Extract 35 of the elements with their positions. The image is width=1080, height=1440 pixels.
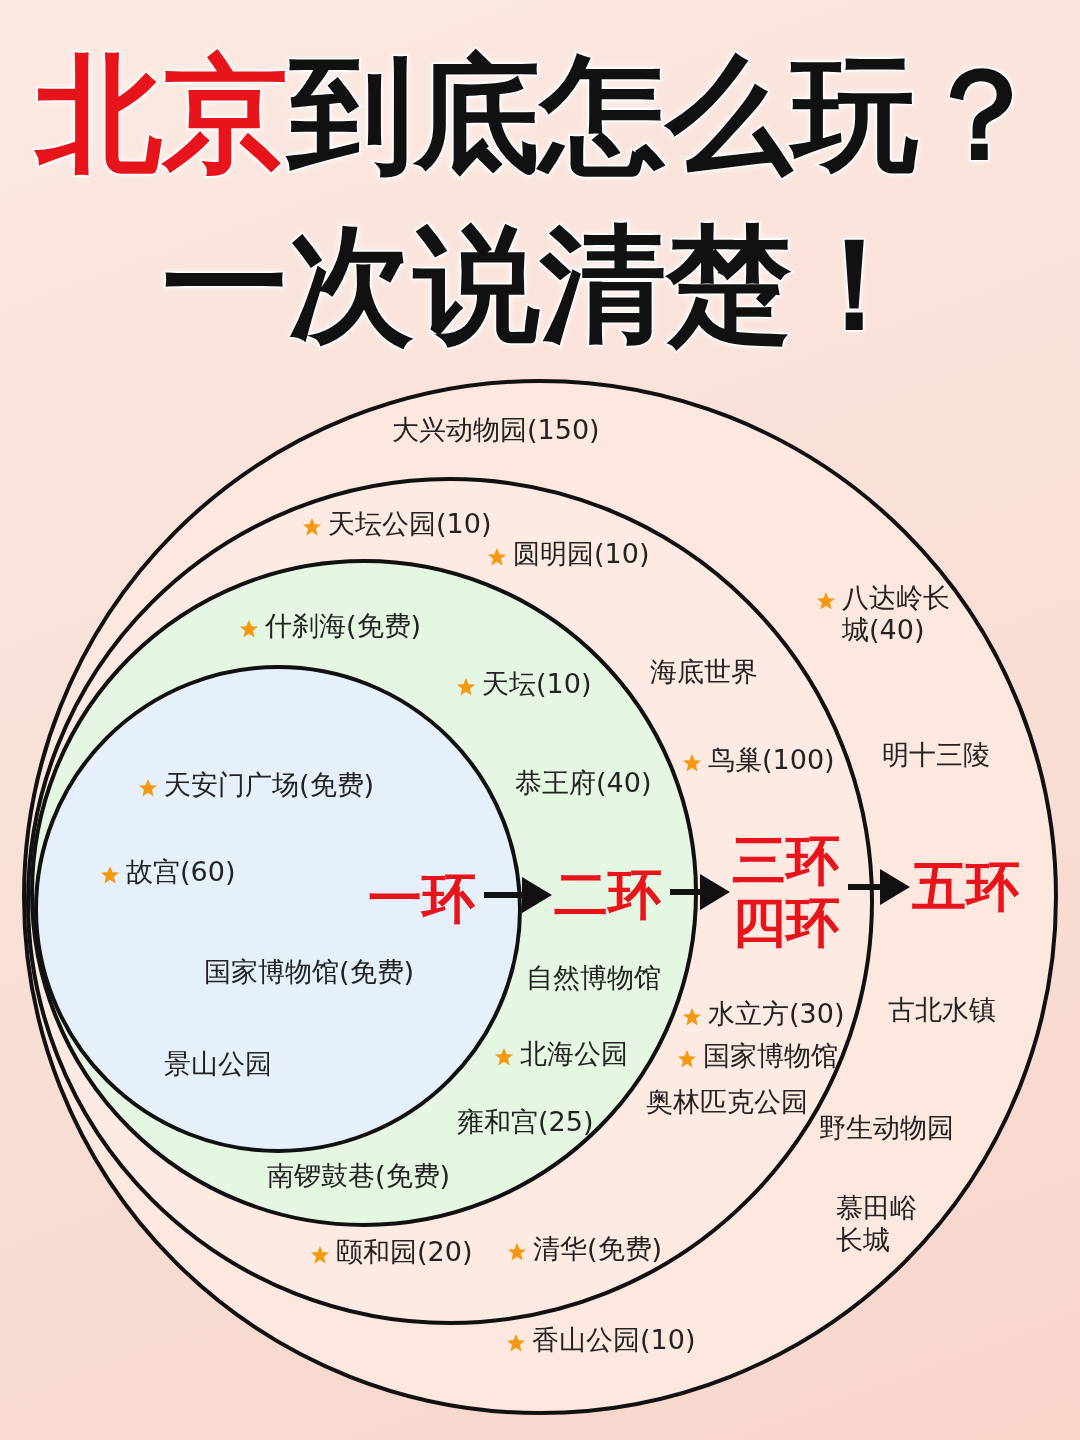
ring-label: 三环 四环 [732,830,840,955]
arrow [670,874,730,911]
place-label: 颐和园(20) [336,1236,473,1269]
place-label: 雍和宫(25) [457,1106,594,1139]
title: 北京到底怎么玩？一次说清楚！ [33,40,1045,360]
place-label: 明十三陵 [882,739,990,772]
place-label: 圆明园(10) [513,538,650,571]
arrow [484,877,552,914]
place-label: 鸟巢(100) [708,744,835,777]
ring-label: 二环 [554,864,662,927]
place-label: 景山公园 [164,1048,272,1081]
ring-label: 一环 [368,868,476,931]
place-label: 水立方(30) [708,998,845,1031]
place-label: 天安门广场(免费) [164,769,375,802]
arrow [848,869,910,906]
place-label: 慕田峪长城 [836,1192,918,1257]
place-label: 古北水镇 [888,994,996,1027]
place-label: 野生动物园 [819,1112,954,1145]
place-label: 南锣鼓巷(免费) [267,1160,451,1193]
place-label: 故宫(60) [126,856,236,889]
place-label: 大兴动物园(150) [392,414,600,447]
place-label: 国家博物馆(免费) [204,956,415,989]
place-label: 天坛公园(10) [328,508,492,541]
place-label: 恭王府(40) [515,767,652,800]
place-label: 北海公园 [520,1038,628,1071]
place-label: 什刹海(免费) [265,610,422,643]
place-label: 自然博物馆 [526,962,661,995]
place-label: 天坛(10) [482,668,592,701]
place-label: 海底世界 [650,656,758,689]
place-label: 国家博物馆 [703,1040,838,1073]
ring-label: 五环 [912,856,1020,919]
place-label: 奥林匹克公园 [646,1086,808,1119]
place-label: 八达岭长城(40) [842,582,951,647]
place-label: 香山公园(10) [532,1324,696,1357]
place-label: 清华(免费) [533,1233,663,1266]
